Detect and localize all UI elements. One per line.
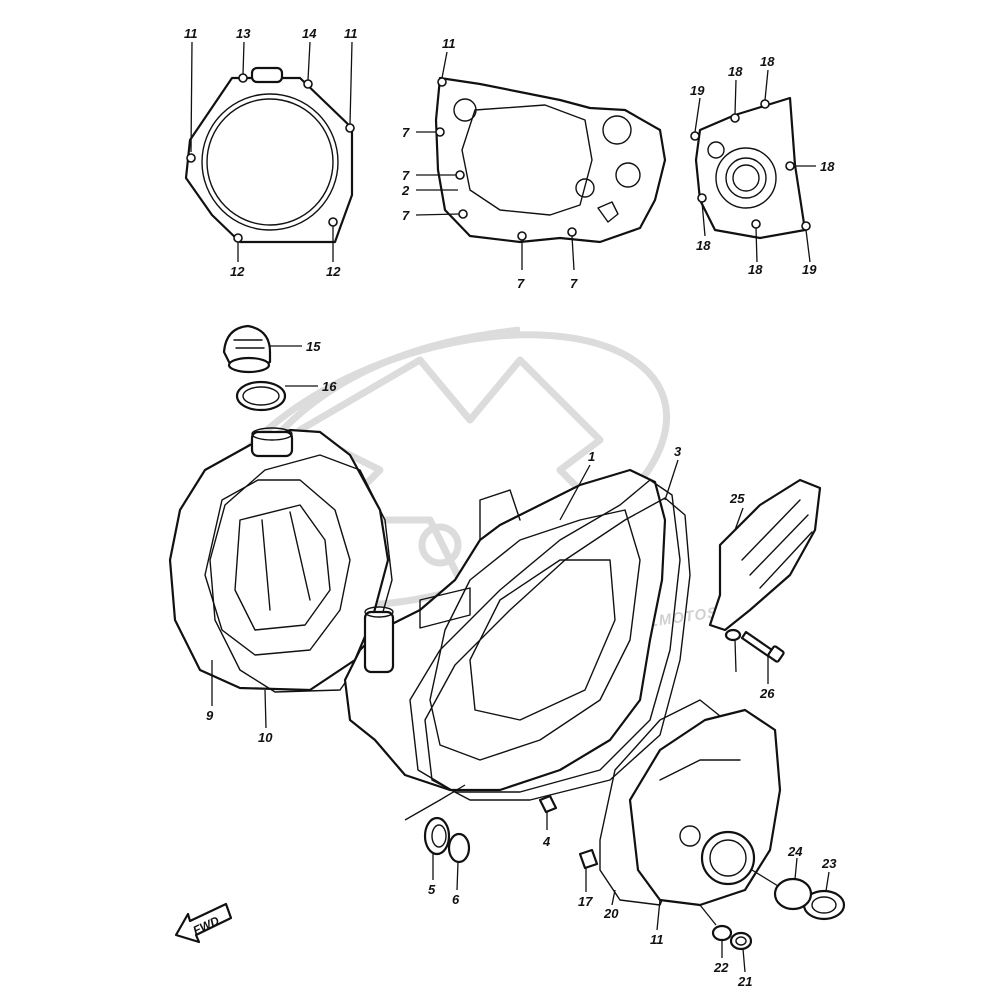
callout-7: 7 [402, 208, 410, 223]
oil-seal-5 [423, 816, 451, 856]
callout-2: 2 [401, 183, 410, 198]
fwd-label: FWD [191, 913, 222, 937]
callout-11: 11 [344, 26, 358, 41]
callout-9: 9 [206, 708, 214, 723]
leader-lines [190, 41, 830, 973]
callout-18: 18 [820, 159, 835, 174]
callout-18: 18 [748, 262, 763, 277]
callout-1: 1 [588, 449, 595, 464]
clutch-cover-gasket-top [184, 66, 355, 244]
crankcase-gasket-outer [424, 497, 691, 801]
callout-24: 25 [729, 491, 745, 506]
callout-7: 7 [517, 276, 525, 291]
callout-6: 6 [452, 892, 460, 907]
o-ring-21 [711, 924, 733, 942]
washer-26 [724, 628, 742, 642]
callout-11: 12 [326, 264, 341, 279]
callout-21: 22 [713, 960, 729, 975]
callout-4: 4 [542, 834, 551, 849]
callout-15: 11 [650, 932, 664, 947]
crankcase-gasket-top [434, 76, 667, 244]
callout-18: 18 [728, 64, 743, 79]
callout-7: 7 [402, 125, 410, 140]
callout-22: 23 [821, 856, 837, 871]
dowel-pin-17 [578, 848, 599, 870]
dowel-pin-4 [538, 794, 558, 814]
bolt-25 [740, 630, 785, 663]
crankcase [343, 468, 667, 792]
callout-labels: 11 13 14 11 12 12 11 7 7 2 7 7 7 19 18 1… [184, 26, 837, 989]
oil-filler-cap [222, 324, 272, 374]
clutch-cover-gasket [209, 454, 393, 693]
callout-20: 21 [737, 974, 752, 989]
callout-16: 20 [603, 906, 619, 921]
fwd-arrow: FWD [174, 902, 233, 944]
callout-19: 19 [802, 262, 817, 277]
callout-12: 13 [236, 26, 251, 41]
callout-23: 24 [787, 844, 803, 859]
callout-10: 10 [258, 730, 273, 745]
callout-19: 19 [690, 83, 705, 98]
crankcase-gasket [409, 479, 681, 793]
callout-7: 7 [402, 168, 410, 183]
magneto-cover [628, 708, 782, 907]
callout-11: 11 [184, 26, 198, 41]
drain-plug-20 [729, 931, 753, 951]
callout-18: 18 [696, 238, 711, 253]
oil-filler-o-ring [235, 380, 287, 412]
callout-17: 17 [578, 894, 593, 909]
callout-3: 3 [674, 444, 682, 459]
callout-5: 5 [428, 882, 436, 897]
callout-7: 7 [570, 276, 578, 291]
o-ring-23 [773, 877, 813, 911]
breather-guard [708, 478, 822, 632]
clutch-cover [168, 427, 390, 692]
callout-8: 11 [442, 36, 456, 51]
magneto-cover-gasket-top [690, 96, 811, 240]
callout-13: 15 [306, 339, 321, 354]
callout-25: 26 [759, 686, 775, 701]
callout-14: 16 [322, 379, 337, 394]
circlip-6 [447, 832, 471, 864]
callout-11: 12 [230, 264, 245, 279]
callout-18: 18 [760, 54, 775, 69]
callout-12: 14 [302, 26, 317, 41]
